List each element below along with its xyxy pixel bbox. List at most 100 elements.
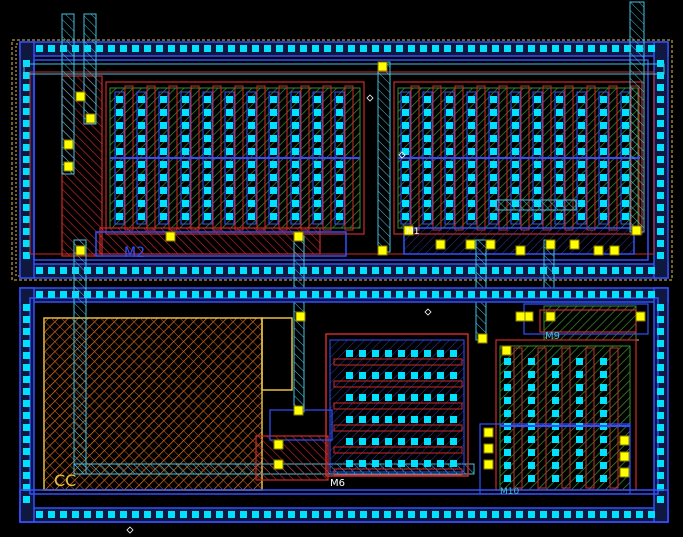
contact (385, 438, 392, 445)
contact (420, 291, 427, 298)
contact (336, 135, 343, 142)
contact (292, 96, 299, 103)
contact (204, 511, 211, 518)
contact (216, 291, 223, 298)
contact (576, 371, 583, 378)
contact (116, 122, 123, 129)
contact (402, 161, 409, 168)
contact (622, 148, 629, 155)
contact (622, 174, 629, 181)
contact (411, 460, 418, 467)
contact (564, 267, 571, 274)
contact (240, 291, 247, 298)
contact (72, 45, 79, 52)
contact (636, 267, 643, 274)
contact (180, 45, 187, 52)
contact (23, 304, 30, 311)
contact (492, 267, 499, 274)
poly-gate (333, 424, 463, 432)
contact (468, 96, 475, 103)
contact (600, 174, 607, 181)
contact (96, 291, 103, 298)
contact (288, 291, 295, 298)
contact (578, 96, 585, 103)
contact (156, 511, 163, 518)
contact (204, 96, 211, 103)
contact (385, 394, 392, 401)
contact (512, 122, 519, 129)
contact (528, 397, 535, 404)
contact (108, 267, 115, 274)
contact (578, 135, 585, 142)
contact (398, 350, 405, 357)
contact (23, 496, 30, 503)
contact (578, 174, 585, 181)
contact (657, 168, 664, 175)
contact (398, 438, 405, 445)
contact (23, 96, 30, 103)
contact (384, 45, 391, 52)
contact (270, 96, 277, 103)
contact (534, 135, 541, 142)
contact (556, 122, 563, 129)
contact (396, 511, 403, 518)
contact (534, 148, 541, 155)
contact (226, 200, 233, 207)
contact (48, 45, 55, 52)
contact (600, 475, 607, 482)
contact (657, 84, 664, 91)
contact (182, 122, 189, 129)
contact (657, 192, 664, 199)
contact (528, 267, 535, 274)
contact (622, 109, 629, 116)
contact (528, 384, 535, 391)
contact (446, 213, 453, 220)
contact (600, 384, 607, 391)
contact (372, 372, 379, 379)
contact (612, 267, 619, 274)
contact (576, 45, 583, 52)
contact (456, 45, 463, 52)
contact (432, 291, 439, 298)
contact (446, 174, 453, 181)
contact (624, 45, 631, 52)
contact (116, 96, 123, 103)
contact (182, 96, 189, 103)
contact (23, 216, 30, 223)
contact (336, 511, 343, 518)
contact (23, 412, 30, 419)
contact (204, 267, 211, 274)
via (619, 435, 630, 446)
contact (204, 200, 211, 207)
contact (657, 216, 664, 223)
contact (359, 416, 366, 423)
contact (160, 135, 167, 142)
contact (182, 109, 189, 116)
contact (384, 511, 391, 518)
contact (468, 174, 475, 181)
contact (504, 384, 511, 391)
contact (292, 109, 299, 116)
contact (348, 267, 355, 274)
contact (252, 511, 259, 518)
contact (292, 213, 299, 220)
top-metal1-strap (95, 231, 347, 257)
nmos-array-m6 (255, 333, 469, 481)
contact (216, 511, 223, 518)
contact (138, 135, 145, 142)
contact (84, 291, 91, 298)
contact (270, 148, 277, 155)
contact (437, 460, 444, 467)
pmos-array-m2 (105, 81, 365, 235)
label-cc: CC (54, 471, 76, 490)
contact (411, 372, 418, 379)
contact (116, 187, 123, 194)
contact (204, 122, 211, 129)
contact (346, 394, 353, 401)
contact (622, 135, 629, 142)
contact (657, 252, 664, 259)
contact (468, 200, 475, 207)
contact (402, 122, 409, 129)
contact (168, 291, 175, 298)
contact (556, 96, 563, 103)
